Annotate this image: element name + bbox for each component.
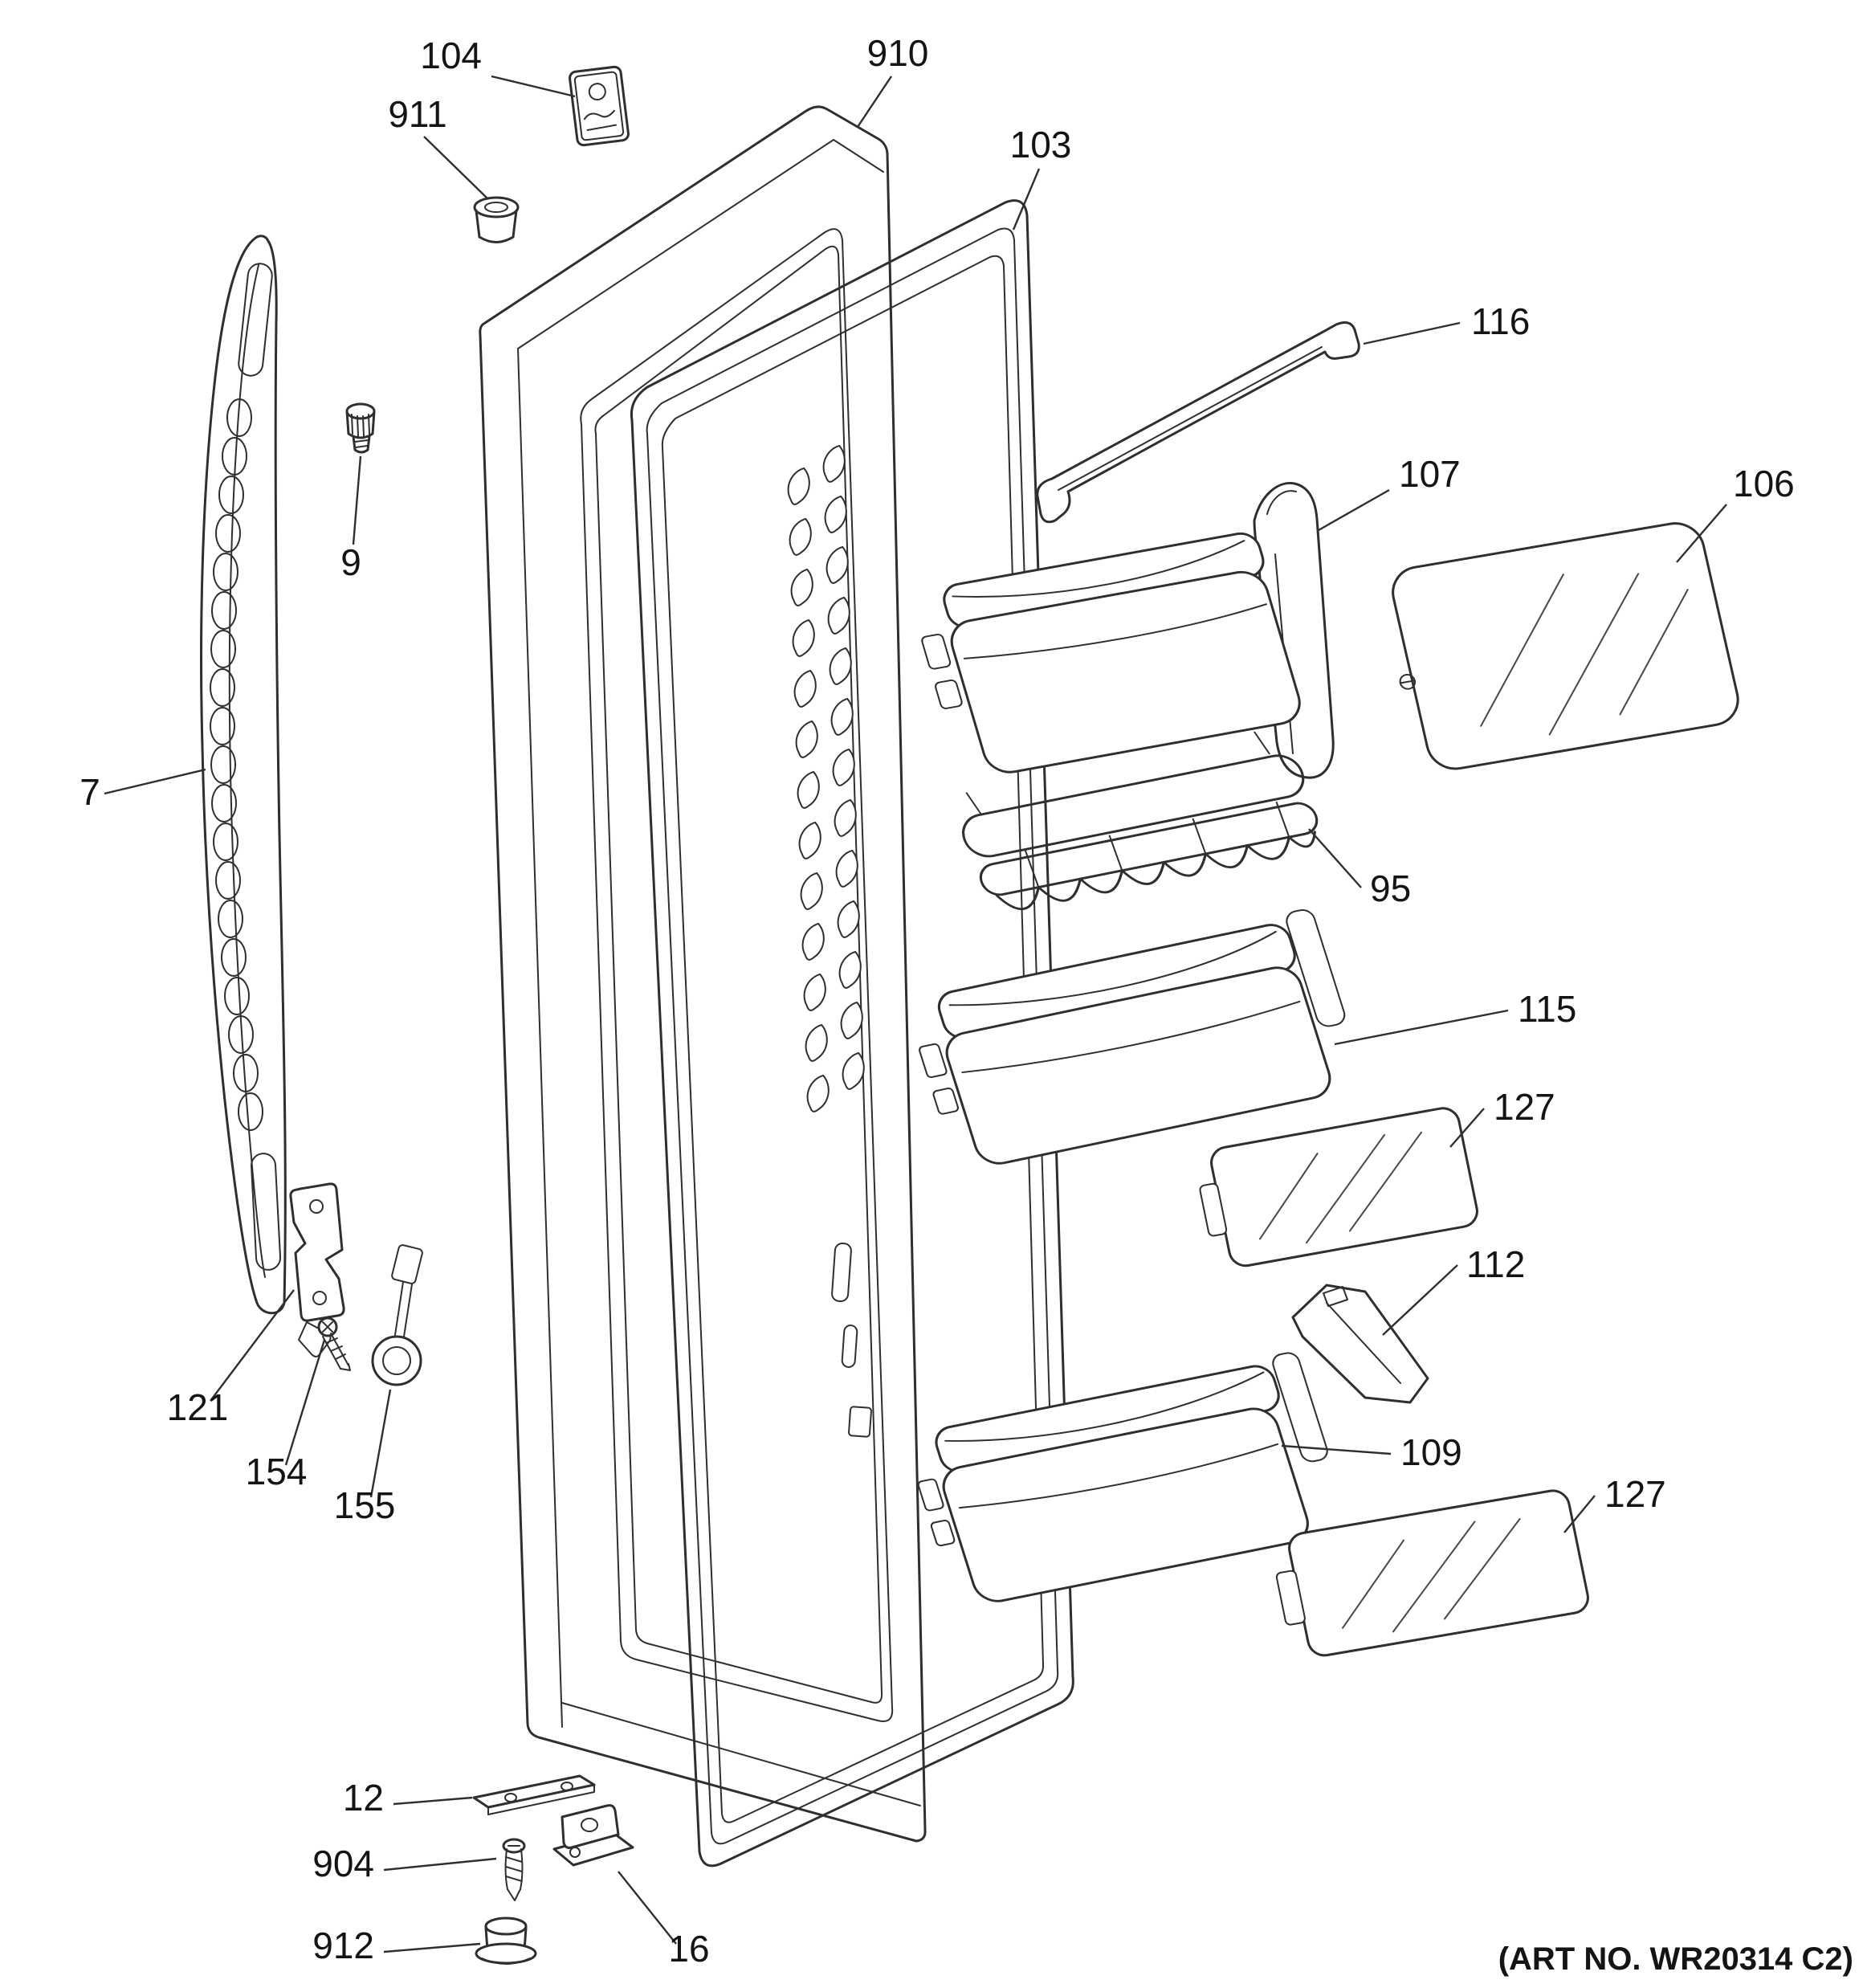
leader-109 — [1281, 1444, 1392, 1455]
part-door-handle — [200, 235, 287, 1315]
leader-12 — [393, 1796, 473, 1806]
leader-127-lower — [1563, 1495, 1596, 1533]
part-hinge-stop — [552, 1804, 634, 1867]
leader-106 — [1676, 504, 1727, 563]
part-door-bin-upper — [919, 909, 1346, 1165]
callout-121: 121 — [167, 1386, 229, 1428]
callout-16: 16 — [668, 1928, 709, 1970]
leader-lines — [104, 75, 1727, 1953]
leader-912 — [383, 1942, 481, 1953]
callout-104: 104 — [420, 35, 482, 76]
part-bin-cover — [1392, 522, 1739, 770]
part-handle-bracket — [289, 1182, 345, 1357]
callout-7: 7 — [79, 771, 100, 813]
callout-106: 106 — [1733, 463, 1795, 504]
part-screw-904 — [502, 1838, 526, 1901]
handle-grip-pads — [210, 398, 263, 1131]
leader-910 — [857, 76, 892, 128]
leader-904 — [383, 1857, 497, 1872]
callout-910: 910 — [867, 32, 929, 74]
part-screw-154 — [317, 1316, 351, 1371]
leader-116 — [1363, 321, 1461, 345]
callout-116: 116 — [1471, 300, 1530, 342]
leader-104 — [491, 75, 576, 98]
callout-912: 912 — [312, 1925, 374, 1966]
part-dairy-bin — [921, 481, 1335, 779]
part-hinge-shim — [472, 1774, 596, 1815]
part-door-bin-lower — [917, 1352, 1328, 1602]
callout-112: 112 — [1466, 1243, 1525, 1285]
part-handle-stud — [345, 402, 376, 454]
part-bin-front-upper — [1199, 1107, 1478, 1268]
leader-127-upper — [1449, 1108, 1485, 1148]
leader-112 — [1382, 1264, 1458, 1336]
part-nameplate — [569, 65, 630, 147]
callout-109: 109 — [1400, 1431, 1462, 1473]
part-shelf-rail — [1036, 321, 1360, 524]
callout-127b: 127 — [1604, 1473, 1666, 1515]
callout-155: 155 — [334, 1484, 396, 1526]
art-number: (ART NO. WR20314 C2) — [1498, 1941, 1853, 1977]
leader-154 — [284, 1339, 326, 1466]
leader-16 — [618, 1871, 677, 1945]
part-hinge-plug — [475, 1917, 537, 1965]
part-bin-front-lower — [1275, 1489, 1589, 1657]
part-bottle-rack — [962, 731, 1319, 910]
part-door-panel — [479, 105, 927, 1843]
leader-911 — [423, 136, 489, 200]
leader-115 — [1334, 1009, 1509, 1046]
leader-9 — [352, 455, 362, 545]
leader-7 — [104, 768, 206, 795]
callout-12: 12 — [343, 1777, 384, 1819]
callout-103: 103 — [1010, 124, 1072, 165]
callout-911: 911 — [388, 93, 446, 135]
callout-154: 154 — [246, 1451, 308, 1492]
leader-107 — [1318, 488, 1390, 532]
leader-155 — [369, 1389, 392, 1498]
callout-904: 904 — [312, 1843, 374, 1884]
callout-labels: 104 910 911 103 116 107 106 9 7 95 115 1… — [79, 32, 1853, 1977]
part-tool-155 — [371, 1244, 423, 1386]
part-plug-grommet — [473, 196, 520, 243]
callout-107: 107 — [1399, 453, 1461, 495]
leader-95 — [1308, 828, 1362, 888]
callout-115: 115 — [1518, 988, 1576, 1030]
callout-95: 95 — [1370, 867, 1411, 909]
callout-127a: 127 — [1494, 1086, 1555, 1128]
callout-9: 9 — [340, 541, 361, 583]
leader-103 — [1012, 168, 1041, 231]
part-shelf-support — [1291, 1284, 1429, 1404]
leader-121 — [210, 1289, 295, 1402]
